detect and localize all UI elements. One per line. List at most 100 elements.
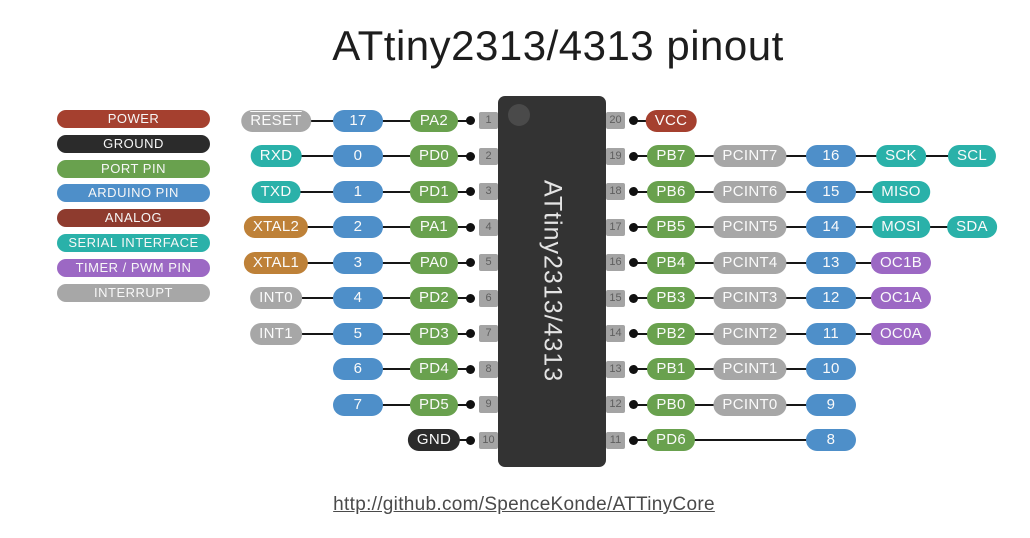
badge-int1: INT1: [250, 322, 302, 345]
badge-3: 3: [333, 251, 383, 274]
wire-dot-pin-18: [628, 187, 638, 197]
wire-dot-pin-15: [628, 293, 638, 303]
badge-pcint6: PCINT6: [713, 180, 787, 203]
legend-item-serial-interface: SERIAL INTERFACE: [57, 234, 210, 252]
badge-13: 13: [806, 251, 856, 274]
badge-oc1b: OC1B: [870, 251, 932, 274]
badge-pb7: PB7: [647, 145, 695, 168]
badge-16: 16: [806, 145, 856, 168]
wire-dot-pin-13: [628, 364, 638, 374]
pin-number-9: 9: [479, 396, 498, 414]
badge-10: 10: [806, 358, 856, 381]
badge-pb5: PB5: [647, 216, 695, 239]
pin-number-15: 15: [606, 289, 625, 307]
badge-pa0: PA0: [410, 251, 458, 274]
badge-pb0: PB0: [647, 393, 695, 416]
badge-pd0: PD0: [409, 145, 459, 168]
badge-rxd: RXD: [250, 145, 302, 168]
pin-number-11: 11: [606, 431, 625, 449]
badge-pd1: PD1: [409, 180, 459, 203]
badge-2: 2: [333, 216, 383, 239]
legend-item-analog: ANALOG: [57, 209, 210, 228]
badge-7: 7: [333, 393, 383, 416]
wire-pin-17: [633, 226, 972, 229]
badge-pd6: PD6: [646, 429, 696, 452]
pin-number-5: 5: [479, 254, 498, 272]
wire-dot-pin-12: [628, 400, 638, 410]
badge-11: 11: [806, 322, 856, 345]
badge-0: 0: [333, 145, 383, 168]
pin-number-17: 17: [606, 218, 625, 236]
chip-label: ATtiny2313/4313: [538, 180, 567, 383]
badge-oc0a: OC0A: [870, 322, 932, 345]
badge-txd: TXD: [251, 180, 301, 203]
wire-dot-pin-9: [465, 400, 475, 410]
chip-body: ATtiny2313/4313: [498, 96, 606, 467]
pin-number-6: 6: [479, 289, 498, 307]
badge-6: 6: [333, 358, 383, 381]
badge-14: 14: [806, 216, 856, 239]
pin-number-18: 18: [606, 183, 625, 201]
badge-pa1: PA1: [410, 216, 458, 239]
badge-mosi: MOSI: [872, 216, 930, 239]
badge-label-overline: RESET: [250, 111, 302, 129]
badge-9: 9: [806, 393, 856, 416]
badge-pcint7: PCINT7: [713, 145, 787, 168]
wire-pin-19: [633, 155, 972, 158]
pin-number-10: 10: [479, 431, 498, 449]
wire-dot-pin-2: [465, 151, 475, 161]
pin-number-7: 7: [479, 325, 498, 343]
badge-gnd: GND: [407, 429, 461, 452]
pin-number-12: 12: [606, 396, 625, 414]
legend-item-port-pin: PORT PIN: [57, 159, 210, 178]
badge-pb4: PB4: [647, 251, 695, 274]
badge-pb1: PB1: [647, 358, 695, 381]
wire-dot-pin-10: [465, 435, 475, 445]
badge-vcc: VCC: [645, 109, 697, 132]
wire-dot-pin-16: [628, 258, 638, 268]
pin-number-13: 13: [606, 360, 625, 378]
badge-pb2: PB2: [647, 322, 695, 345]
pin-number-20: 20: [606, 112, 625, 129]
wire-dot-pin-20: [628, 116, 638, 125]
legend-item-ground: GROUND: [57, 134, 210, 153]
pin-number-16: 16: [606, 254, 625, 272]
pin-number-19: 19: [606, 147, 625, 165]
legend-item-arduino-pin: ARDUINO PIN: [57, 184, 210, 203]
badge-pcint4: PCINT4: [713, 251, 787, 274]
badge-pd4: PD4: [409, 358, 459, 381]
pin1-indicator-dot: [508, 104, 530, 126]
badge-miso: MISO: [872, 180, 930, 203]
badge-pd2: PD2: [409, 287, 459, 310]
legend-item-timer-pwm-pin: TIMER / PWM PIN: [57, 258, 210, 277]
badge-5: 5: [333, 322, 383, 345]
badge-15: 15: [806, 180, 856, 203]
badge-pd5: PD5: [409, 393, 459, 416]
pin-number-14: 14: [606, 325, 625, 343]
wire-dot-pin-4: [465, 222, 475, 232]
badge-pb3: PB3: [647, 287, 695, 310]
wire-dot-pin-19: [628, 151, 638, 161]
badge-pa2: PA2: [410, 109, 458, 132]
badge-reset: RESET: [241, 109, 311, 132]
pin-number-4: 4: [479, 218, 498, 236]
pin-number-2: 2: [479, 147, 498, 165]
pin-number-1: 1: [479, 112, 498, 129]
footer-link[interactable]: http://github.com/SpenceKonde/ATTinyCore: [333, 494, 715, 515]
legend-item-interrupt: INTERRUPT: [57, 283, 210, 302]
wire-dot-pin-17: [628, 222, 638, 232]
badge-sda: SDA: [947, 216, 997, 239]
wire-dot-pin-3: [465, 187, 475, 197]
badge-pb6: PB6: [647, 180, 695, 203]
pin-number-3: 3: [479, 183, 498, 201]
badge-pd3: PD3: [409, 322, 459, 345]
badge-pcint0: PCINT0: [713, 393, 787, 416]
wire-dot-pin-6: [465, 293, 475, 303]
badge-oc1a: OC1A: [870, 287, 932, 310]
wire-dot-pin-1: [465, 116, 475, 125]
badge-17: 17: [333, 109, 383, 132]
pin-number-8: 8: [479, 360, 498, 378]
badge-xtal2: XTAL2: [243, 216, 309, 239]
badge-xtal1: XTAL1: [243, 251, 309, 274]
wire-dot-pin-5: [465, 258, 475, 268]
